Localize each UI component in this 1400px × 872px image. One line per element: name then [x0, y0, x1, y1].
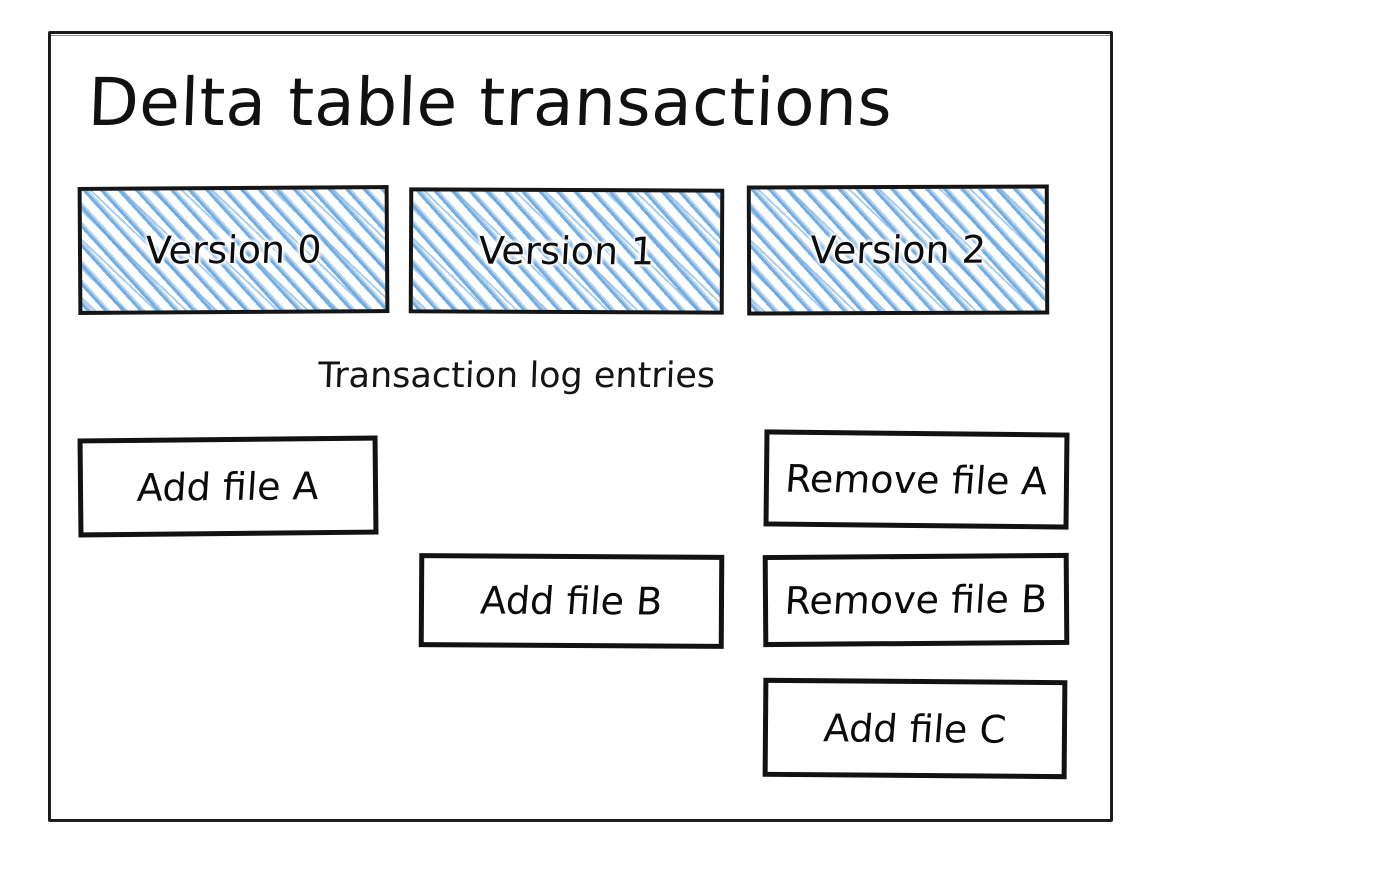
version-box-0-label: Version 0 — [144, 227, 323, 273]
version-box-0[interactable]: Version 0 — [77, 185, 390, 315]
log-entry-remove-file-a[interactable]: Remove file A — [763, 429, 1070, 530]
log-entry-remove-file-b-label: Remove file B — [783, 577, 1049, 623]
version-box-2-label: Version 2 — [808, 227, 988, 273]
log-entry-add-file-c[interactable]: Add file C — [762, 677, 1068, 780]
log-entry-add-file-a[interactable]: Add file A — [77, 435, 379, 538]
log-entry-add-file-b-label: Add file B — [478, 578, 664, 624]
version-box-1-label: Version 1 — [477, 228, 656, 274]
log-entry-remove-file-a-label: Remove file A — [783, 456, 1050, 503]
page-title: Delta table transactions — [86, 64, 894, 141]
transaction-log-caption: Transaction log entries — [317, 356, 716, 396]
diagram-frame — [48, 31, 1113, 822]
log-entry-add-file-c-label: Add file C — [822, 705, 1008, 752]
version-box-1[interactable]: Version 1 — [408, 187, 725, 315]
log-entry-add-file-a-label: Add file A — [135, 463, 321, 510]
log-entry-remove-file-b[interactable]: Remove file B — [762, 552, 1070, 648]
log-entry-add-file-b[interactable]: Add file B — [418, 553, 725, 649]
version-box-2[interactable]: Version 2 — [746, 184, 1050, 316]
